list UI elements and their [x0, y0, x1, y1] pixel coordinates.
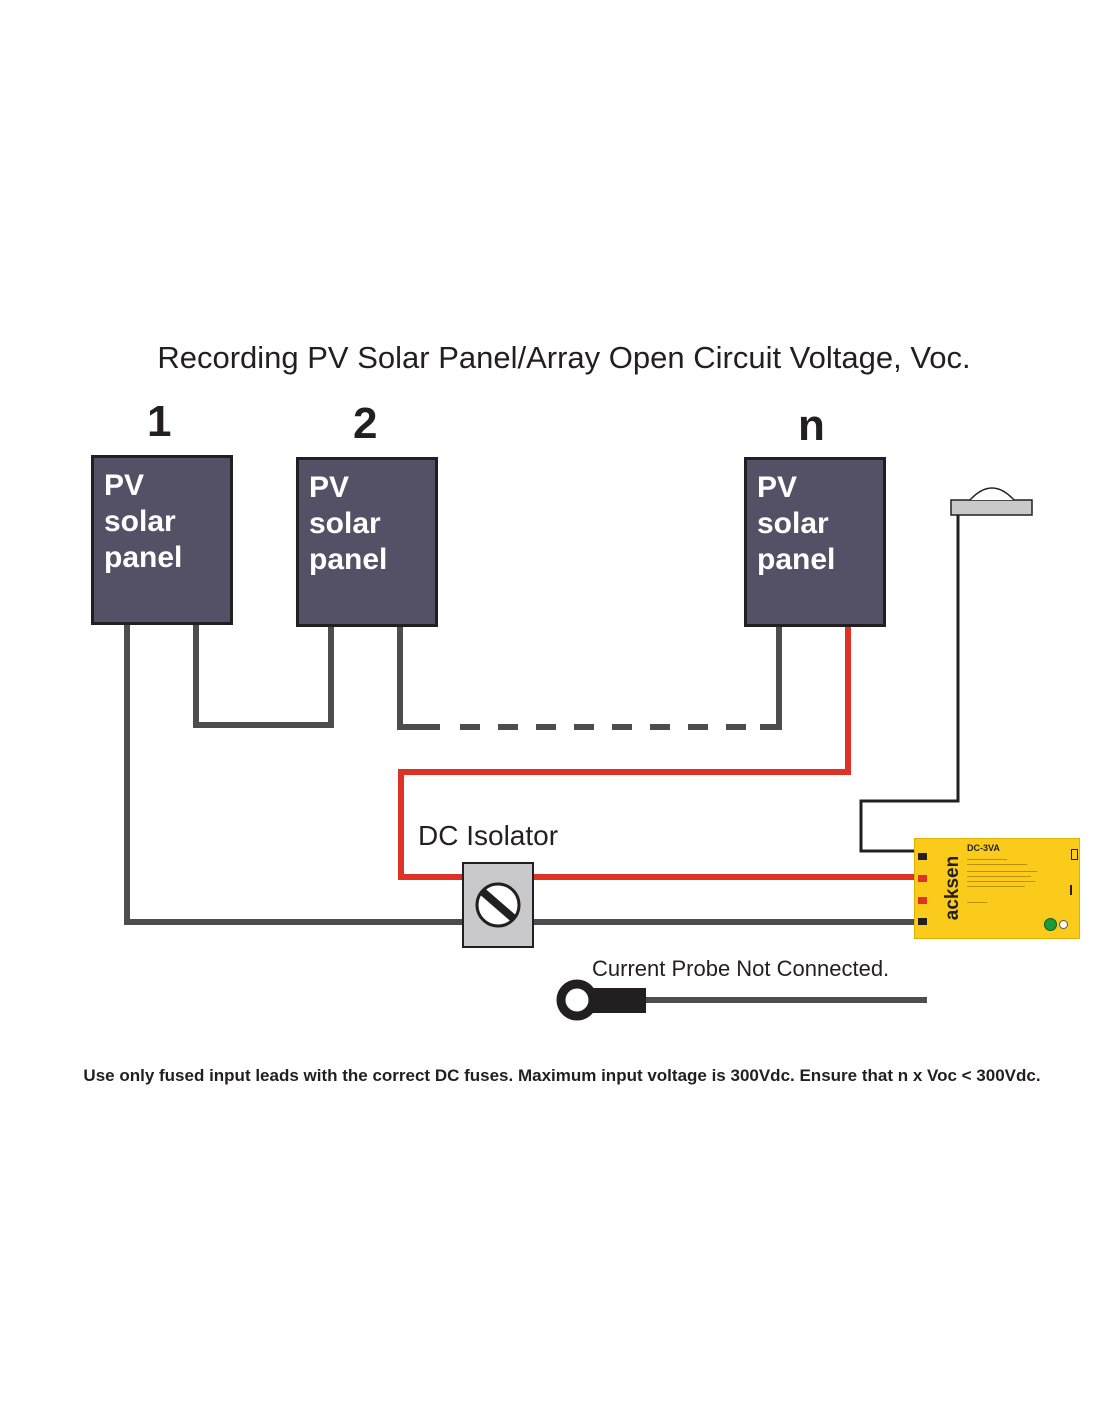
panel-line-3: panel — [309, 543, 388, 576]
panel-line-1: PV — [104, 469, 145, 502]
temperature-sensor — [950, 499, 1033, 516]
panel-line-3: panel — [104, 541, 183, 574]
logger-fine-print — [967, 859, 1007, 860]
panel-line-1: PV — [309, 471, 350, 504]
pv-panel-2: PV solar panel — [296, 457, 438, 627]
wire-series-1-2 — [193, 625, 334, 728]
logger-brand: acksen — [942, 855, 963, 921]
pv-panel-n: PV solar panel — [744, 457, 886, 627]
logger-fine-print — [967, 871, 1037, 872]
sensor-dome-icon — [969, 487, 1015, 501]
status-led-icon — [1044, 918, 1057, 931]
wire-sensor — [859, 515, 960, 853]
logger-fine-print — [967, 902, 987, 903]
panel-line-2: solar — [757, 507, 829, 540]
port-v2 — [918, 897, 927, 904]
panel-line-2: solar — [309, 507, 381, 540]
dc-logger-device: acksen DC-3VA — [914, 838, 1080, 939]
usb-icon — [1070, 885, 1078, 895]
wire-positive — [398, 625, 914, 880]
battery-icon — [1071, 849, 1078, 860]
panel-line-3: panel — [757, 543, 836, 576]
logger-fine-print — [967, 886, 1025, 887]
port-0v — [918, 918, 927, 925]
panel-line-2: solar — [104, 505, 176, 538]
indicator-icon — [1059, 920, 1068, 929]
port-v1 — [918, 875, 927, 882]
logger-fine-print — [967, 864, 1027, 865]
wire-series-n — [760, 625, 782, 730]
panel-line-1: PV — [757, 471, 798, 504]
safety-warning: Use only fused input leads with the corr… — [83, 1066, 1041, 1085]
current-probe-clamp-icon — [556, 979, 598, 1021]
probe-label: Current Probe Not Connected. — [592, 956, 890, 981]
wire-negative — [124, 625, 914, 925]
isolator-label: DC Isolator — [418, 820, 559, 851]
logger-model: DC-3VA — [967, 843, 1000, 853]
panel-number-2: 2 — [353, 399, 378, 448]
diagram-title: Recording PV Solar Panel/Array Open Circ… — [157, 340, 971, 375]
wire-series-2-n-solid — [397, 625, 440, 730]
panel-number-n: n — [798, 401, 825, 450]
pv-panel-1: PV solar panel — [91, 455, 233, 625]
current-probe-body — [590, 988, 646, 1013]
panel-number-1: 1 — [147, 397, 172, 446]
isolator-switch-bar — [480, 888, 516, 922]
logger-fine-print — [967, 876, 1031, 877]
port-a1 — [918, 853, 927, 860]
logger-fine-print — [967, 881, 1035, 882]
